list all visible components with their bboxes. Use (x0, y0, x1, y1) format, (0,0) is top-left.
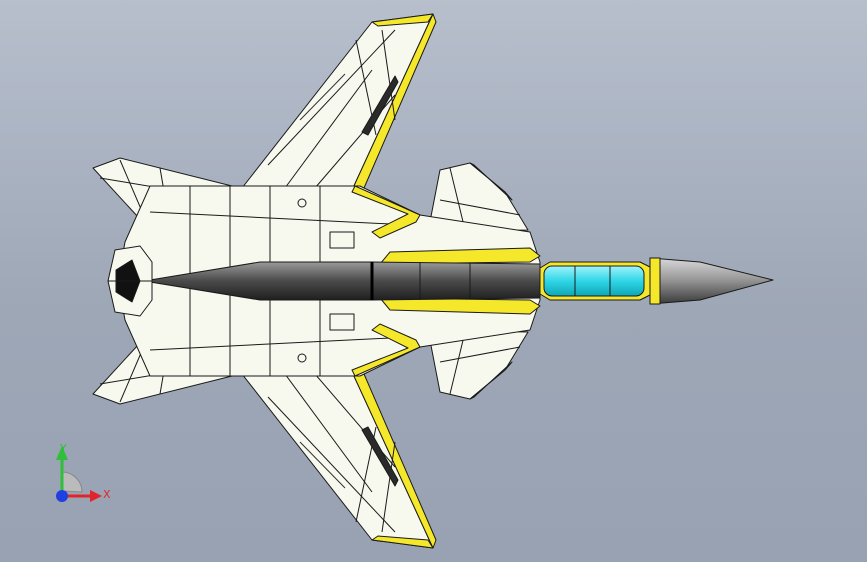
x-axis-arrow (90, 490, 102, 502)
lower-canard[interactable] (427, 329, 529, 400)
engine-nozzles[interactable] (107, 245, 153, 317)
x-axis-label: X (103, 488, 111, 501)
aircraft-model[interactable] (92, 13, 774, 549)
canopy[interactable] (539, 261, 653, 301)
y-axis-label: Y (59, 442, 67, 455)
upper-wing[interactable] (241, 13, 437, 216)
fuselage-spine[interactable] (149, 261, 541, 301)
lower-wing[interactable] (241, 346, 437, 549)
triad-arc (61, 471, 83, 493)
z-axis-dot (56, 490, 68, 502)
y-axis-arrow (56, 446, 68, 460)
coordinate-triad: Y X (56, 442, 111, 502)
nose-cone[interactable] (649, 257, 774, 305)
